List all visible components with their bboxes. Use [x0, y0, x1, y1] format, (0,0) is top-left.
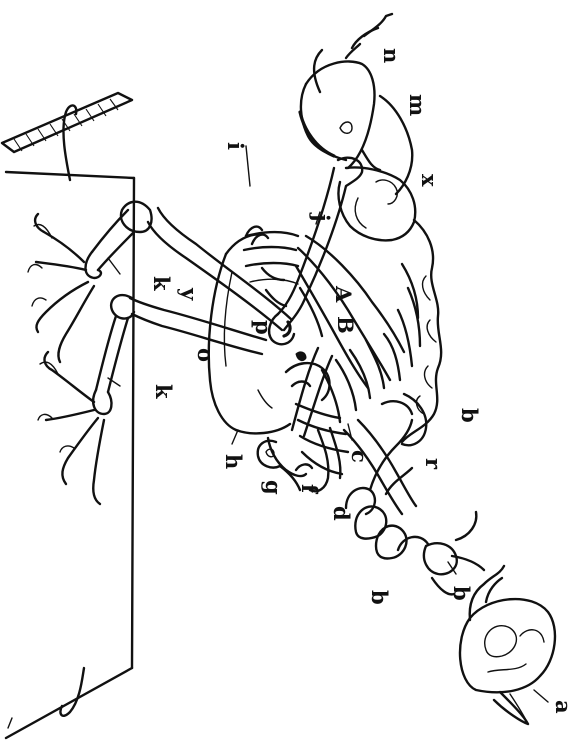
label-B: B [333, 316, 358, 334]
label-y: y [177, 287, 202, 301]
label-a: a [551, 700, 574, 714]
label-b-right: b [457, 408, 482, 423]
label-k-lower: k [151, 384, 176, 399]
perch-hatching [14, 99, 118, 151]
leader-i [246, 146, 250, 186]
label-A: A [331, 285, 356, 303]
pelvis-hatched-edge [300, 112, 334, 156]
label-n: n [379, 48, 404, 63]
label-k-upper: k [149, 276, 174, 291]
sternum-notch [296, 352, 306, 361]
label-c: c [347, 450, 372, 463]
label-o: o [193, 348, 218, 362]
label-g: g [261, 480, 286, 495]
leader-lines [108, 146, 548, 702]
label-r: r [421, 458, 446, 470]
perch-frame-right [132, 178, 134, 668]
label-i: i [223, 142, 248, 150]
label-b-bottom: b [367, 590, 392, 605]
perch-frame-bottom [6, 668, 132, 738]
leader-k1 [108, 258, 120, 274]
label-b-neck: b [449, 586, 474, 601]
legs [28, 202, 292, 504]
perch-hook-top [63, 105, 76, 180]
synsacrum [338, 168, 415, 241]
perch-hook-bottom [60, 668, 84, 716]
skull [460, 599, 555, 724]
label-d: d [329, 506, 354, 521]
label-x: x [417, 174, 442, 187]
leader-a [534, 690, 548, 702]
label-m: m [405, 94, 430, 116]
label-p: p [251, 320, 276, 335]
leader-h [232, 430, 238, 444]
label-f: f [297, 484, 322, 495]
label-h: h [221, 454, 246, 469]
ribs-top-i [246, 227, 286, 306]
label-j: j [309, 212, 334, 222]
